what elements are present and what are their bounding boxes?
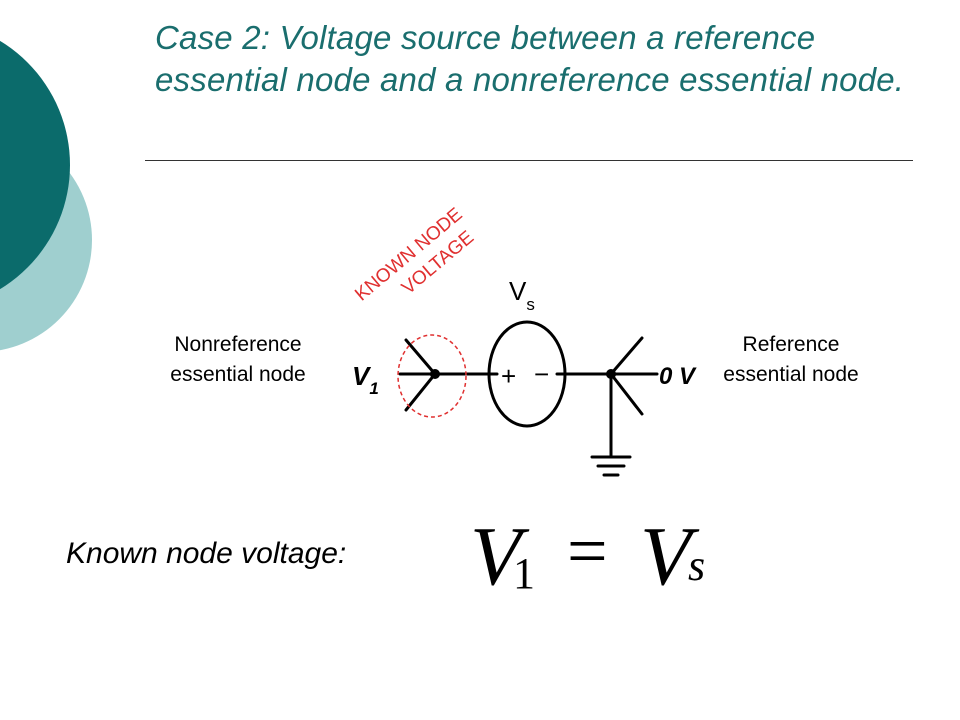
left-branch-upper [404,338,437,376]
known-node-annotation: KNOWN NODE VOLTAGE [351,204,478,306]
equation-rhs-subscript: s [688,541,706,590]
right-caption-line2: essential node [723,363,858,386]
right-node-label: 0 V [659,363,697,390]
right-branch-upper [609,336,644,376]
known-node-highlight [397,334,467,418]
left-node-dot [430,369,440,379]
title-divider [145,160,913,161]
equation-rhs: V [640,510,692,603]
left-caption-line1: Nonreference [174,333,301,356]
page-title: Case 2: Voltage source between a referen… [155,19,905,98]
right-node-dot [606,369,616,379]
right-branch-lower [609,372,644,416]
voltage-source-circle [487,320,567,428]
right-caption-line1: Reference [743,333,840,356]
source-label-main: V [509,276,527,306]
source-label-sub: s [526,295,535,314]
equation-equals: = [567,511,608,591]
left-node-label-main: V [352,361,372,391]
left-node-label-sub: 1 [369,379,378,398]
known-voltage-label: Known node voltage: [66,537,347,570]
equation-lhs: V [470,510,522,603]
source-label: Vs [509,276,535,314]
left-caption-line2: essential node [170,363,305,386]
equation-lhs-subscript: 1 [513,549,535,598]
source-plus-sign: + [501,361,516,391]
source-minus-sign: − [534,359,549,389]
left-branch-lower [404,372,437,412]
decor-dark-circle [0,40,70,290]
left-node-label: V1 [352,361,379,398]
